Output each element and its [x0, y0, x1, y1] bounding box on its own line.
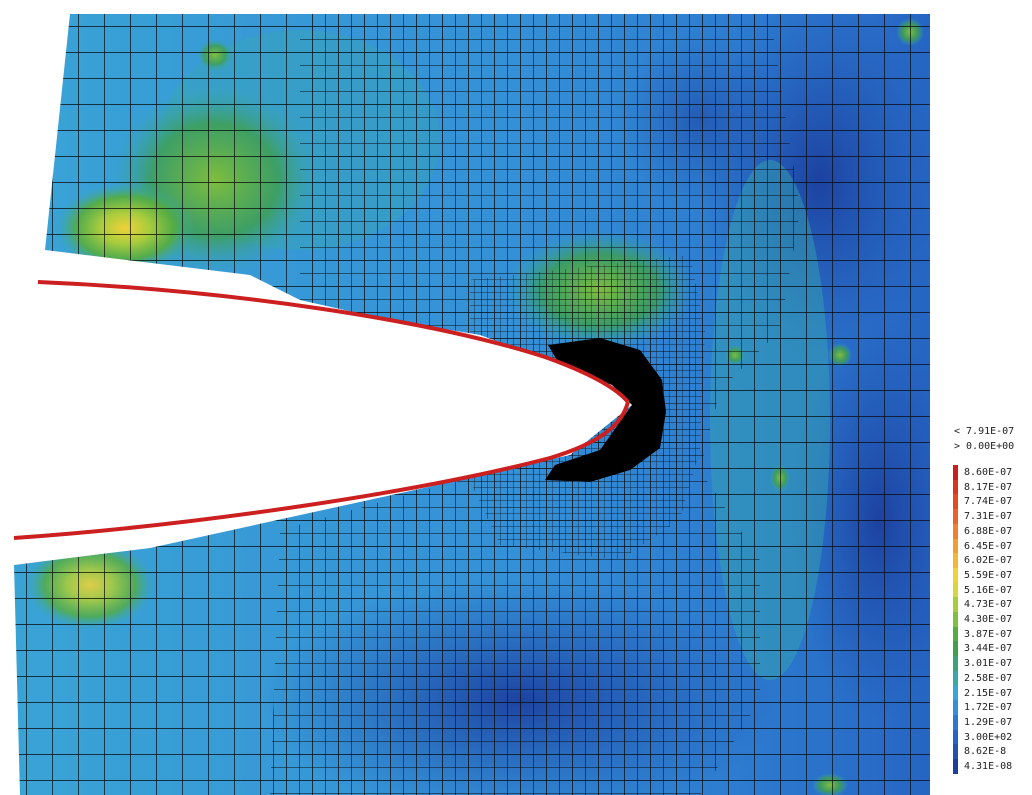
legend-entry: 8.60E-07 — [948, 465, 1032, 480]
legend-swatch — [953, 626, 958, 642]
legend-label: 8.60E-07 — [964, 467, 1013, 478]
legend-entry: 4.73E-07 — [948, 597, 1032, 613]
legend-entry: 7.31E-07 — [948, 509, 1032, 525]
legend-label: 6.02E-07 — [964, 555, 1013, 567]
legend-label: 1.72E-07 — [964, 702, 1013, 714]
legend-swatch — [953, 714, 958, 730]
legend-label: 3.01E-07 — [964, 658, 1013, 670]
legend-swatch — [953, 656, 958, 672]
legend-entry: 3.44E-07 — [948, 641, 1032, 657]
legend-swatch — [953, 465, 958, 480]
legend-label: 3.44E-07 — [964, 643, 1013, 655]
legend-label: 1.29E-07 — [964, 716, 1013, 728]
legend-entry: 4.31E-08 — [948, 759, 1032, 774]
legend-entry: 3.87E-07 — [948, 626, 1032, 642]
legend-label: 5.16E-07 — [964, 584, 1013, 596]
legend-header-min: > 0.00E+00 — [954, 441, 1015, 452]
legend-entry: 3.00E+02 — [948, 729, 1032, 745]
legend-label: 8.17E-07 — [964, 481, 1013, 493]
legend-entry: 7.74E-07 — [948, 494, 1032, 510]
legend-entry: 6.45E-07 — [948, 538, 1032, 554]
legend-entry: 8.62E-8 — [948, 744, 1032, 760]
legend-swatch — [953, 582, 958, 598]
color-legend: < 7.91E-07 > 0.00E+00 8.60E-07 8.17E-07 7.… — [948, 424, 1032, 795]
legend-entry: 5.59E-07 — [948, 567, 1032, 583]
legend-entry: 6.88E-07 — [948, 523, 1032, 539]
legend-entry: 3.01E-07 — [948, 656, 1032, 672]
legend-label: 2.15E-07 — [964, 687, 1013, 699]
notch-edge-upper — [37, 280, 630, 404]
mesh-body — [14, 14, 930, 795]
legend-swatch — [953, 670, 958, 686]
legend-entry: 1.29E-07 — [948, 714, 1032, 730]
legend-swatch — [953, 729, 958, 745]
legend-label: 6.45E-07 — [964, 540, 1013, 552]
legend-swatch — [953, 494, 958, 510]
legend-label: 3.00E+02 — [964, 731, 1013, 743]
legend-entry: 2.15E-07 — [948, 685, 1032, 701]
legend-swatch — [953, 538, 958, 554]
legend-swatch — [953, 744, 958, 760]
legend-swatch — [953, 685, 958, 701]
legend-entry: 4.30E-07 — [948, 612, 1032, 627]
legend-swatch — [953, 553, 958, 569]
legend-label: 7.31E-07 — [964, 511, 1013, 523]
legend-swatch — [953, 597, 958, 613]
legend-label: 2.58E-07 — [964, 672, 1013, 684]
legend-swatch — [953, 509, 958, 525]
legend-entry: 5.16E-07 — [948, 582, 1032, 598]
legend-swatch — [953, 612, 958, 627]
legend-label: 6.88E-07 — [964, 525, 1013, 537]
legend-label: 7.74E-07 — [964, 496, 1013, 508]
legend-label: 4.73E-07 — [964, 599, 1013, 611]
legend-swatch — [953, 479, 958, 495]
legend-label: 5.59E-07 — [964, 569, 1013, 581]
legend-label: 4.31E-08 — [964, 761, 1013, 772]
legend-swatch — [953, 567, 958, 583]
notch-edge-lower — [13, 401, 630, 540]
legend-entry: 8.17E-07 — [948, 479, 1032, 495]
legend-entry: 1.72E-07 — [948, 700, 1032, 716]
legend-label: 8.62E-8 — [964, 746, 1007, 758]
legend-swatch — [953, 759, 958, 774]
legend-entry: 2.58E-07 — [948, 670, 1032, 686]
legend-swatch — [953, 523, 958, 539]
legend-swatch — [953, 641, 958, 657]
legend-header-max: < 7.91E-07 — [954, 426, 1015, 437]
mesh-plot — [13, 14, 930, 795]
legend-swatch — [953, 700, 958, 716]
legend-label: 3.87E-07 — [964, 628, 1013, 640]
legend-label: 4.30E-07 — [964, 614, 1013, 625]
legend-entry: 6.02E-07 — [948, 553, 1032, 569]
